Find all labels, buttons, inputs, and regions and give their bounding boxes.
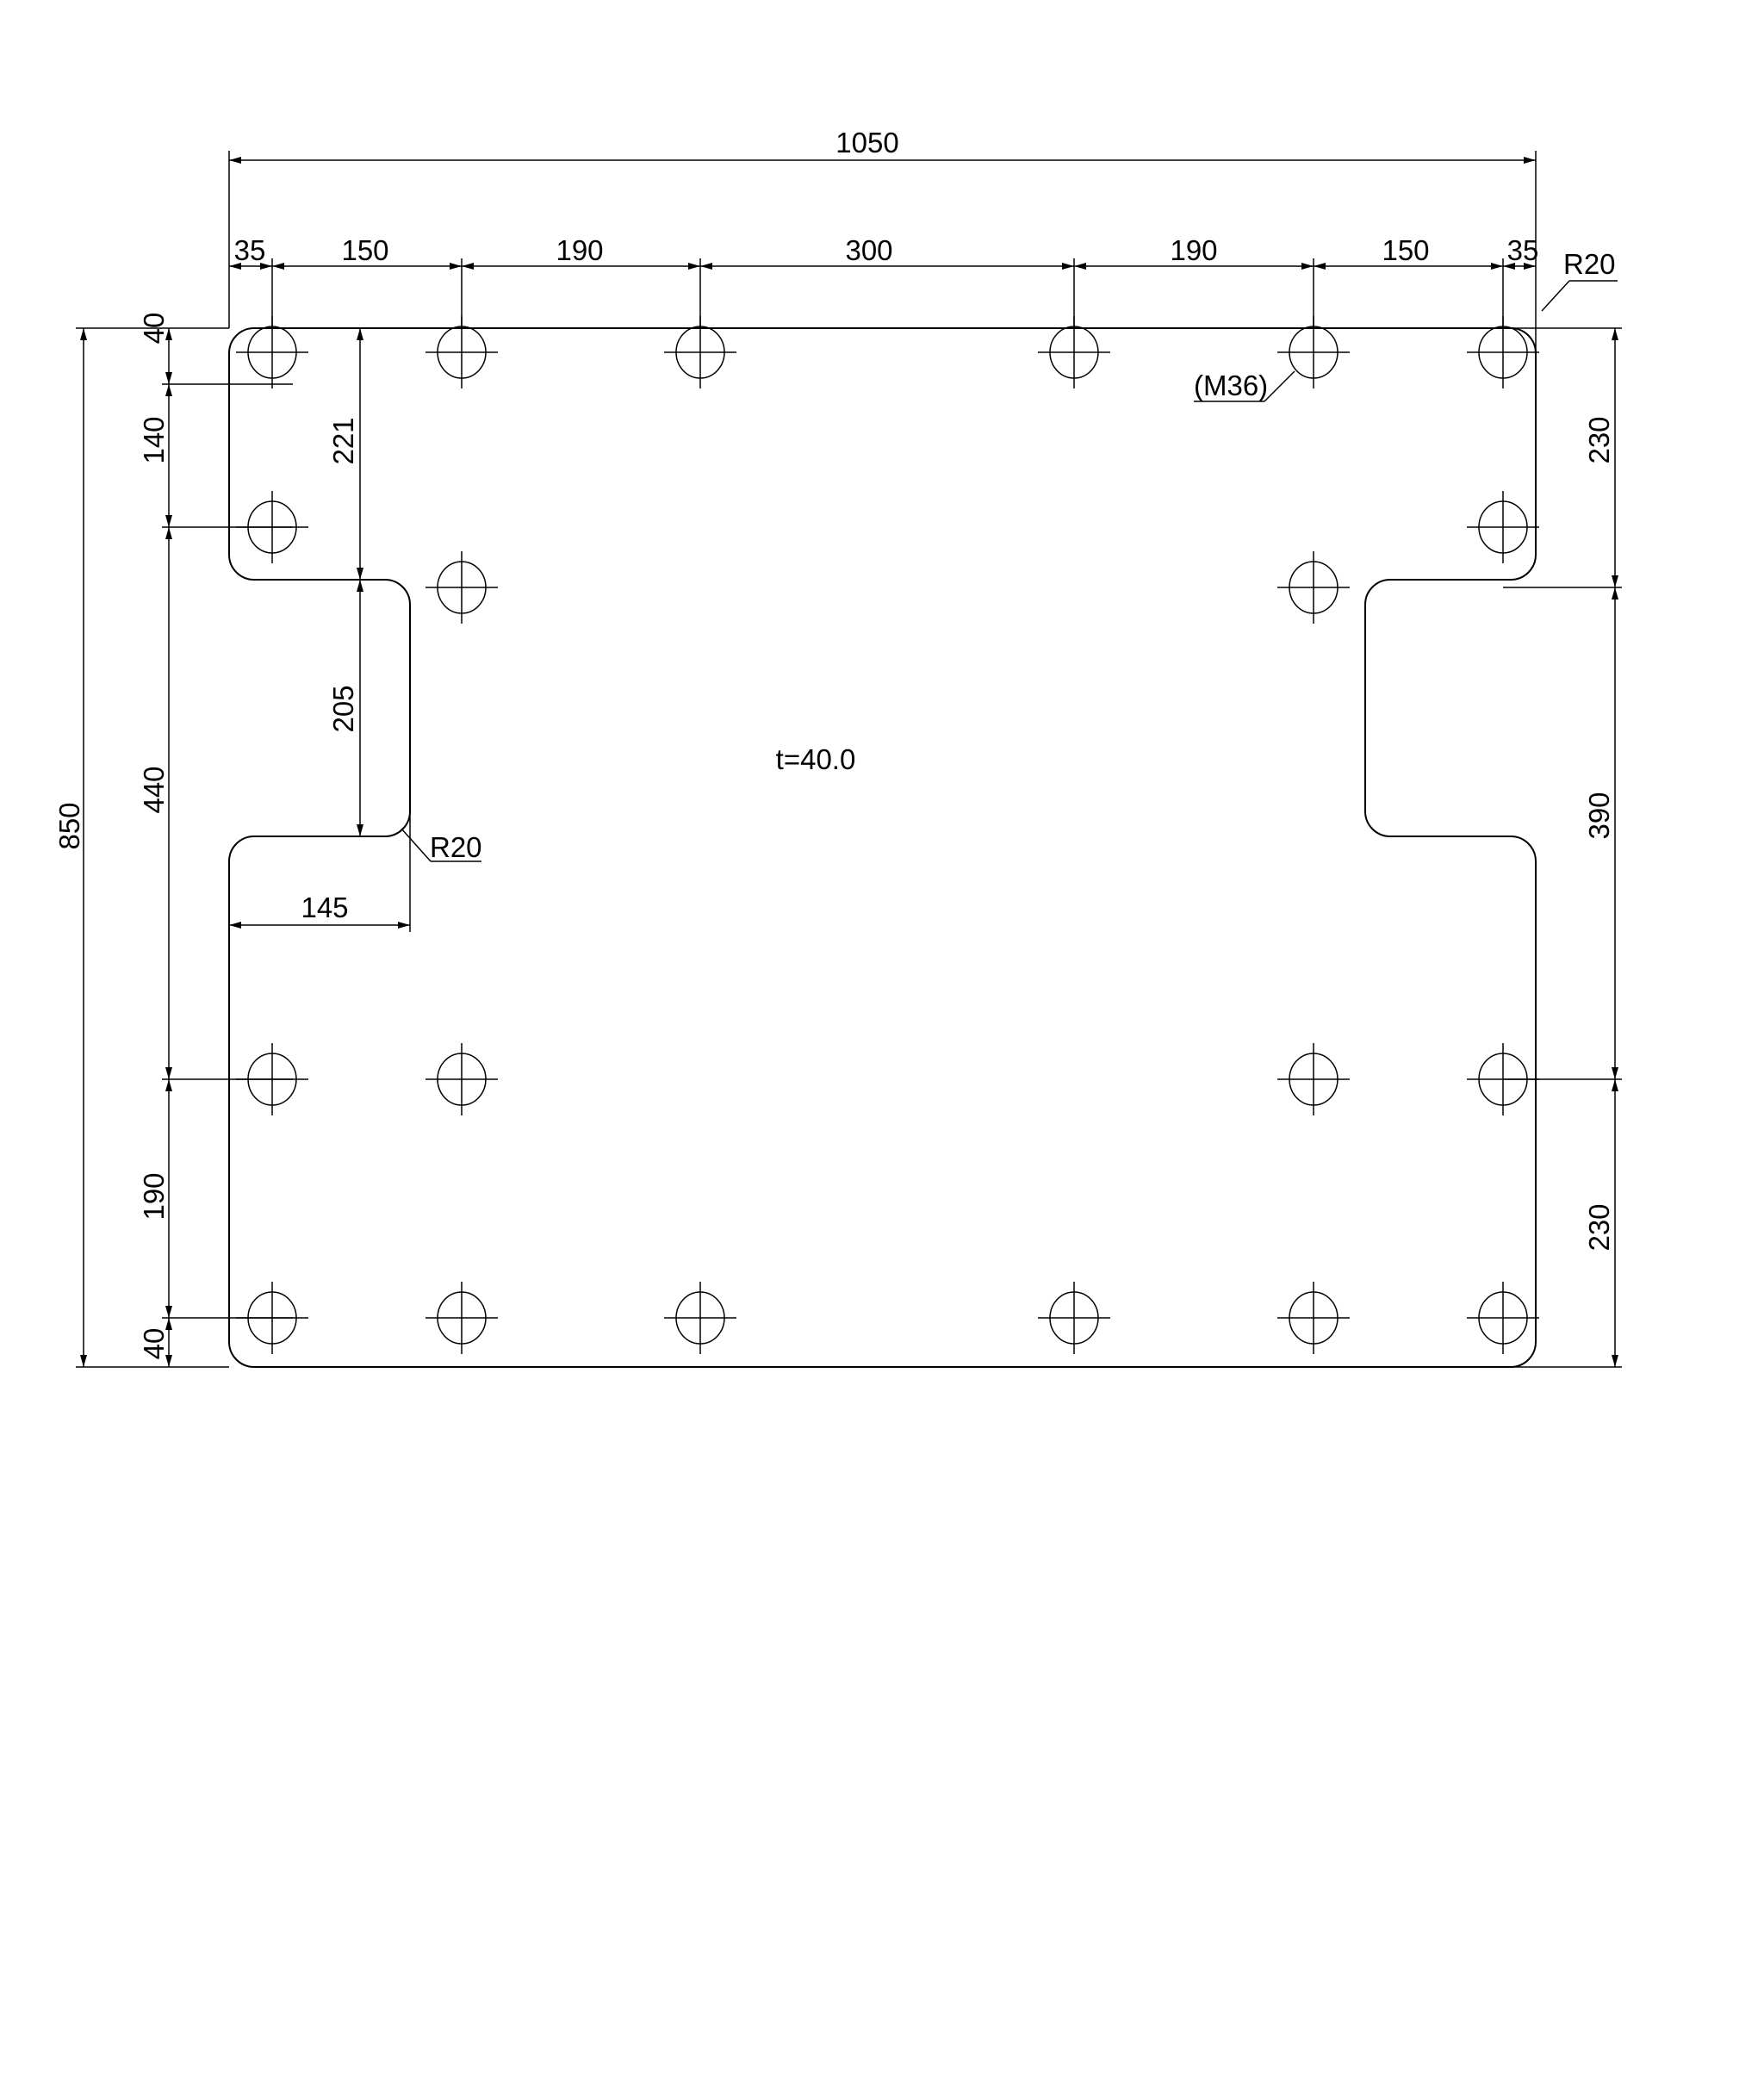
dim-left-3: 440: [138, 766, 170, 813]
dim-arrow: [165, 1079, 172, 1091]
dim-right-2: 390: [1583, 792, 1615, 839]
bolt-hole: [425, 551, 498, 624]
dim-arrow: [1301, 263, 1314, 270]
dim-arrow: [462, 263, 474, 270]
dim-arrow: [80, 1355, 87, 1367]
dim-notch-top: 221: [327, 417, 359, 464]
dim-arrow: [1612, 1355, 1618, 1367]
dim-top-7: 35: [1507, 234, 1539, 266]
leader-line: [401, 828, 432, 862]
dim-top-2: 150: [341, 234, 388, 266]
dim-arrow: [229, 157, 241, 164]
dim-arrow: [398, 922, 410, 929]
bolt-hole: [425, 1043, 498, 1115]
dim-arrow: [165, 1067, 172, 1079]
dim-arrow: [165, 1355, 172, 1367]
dim-notch-height: 205: [327, 685, 359, 732]
dim-arrow: [450, 263, 462, 270]
dim-arrow: [165, 527, 172, 539]
dim-top-1: 35: [234, 234, 266, 266]
dim-arrow: [165, 515, 172, 527]
leader-line: [1264, 370, 1295, 402]
dim-left-2: 140: [138, 416, 170, 463]
bolt-hole: [1038, 1282, 1110, 1354]
bolt-hole: [1277, 1282, 1350, 1354]
radius-label-notch: R20: [430, 831, 482, 863]
bolt-hole: [664, 1282, 736, 1354]
dim-arrow: [1612, 1067, 1618, 1079]
dim-arrow: [357, 580, 363, 592]
bolt-hole: [1467, 491, 1539, 563]
dimension-lines: [76, 151, 1622, 1368]
dim-arrow: [165, 328, 172, 340]
dim-arrow: [1612, 575, 1618, 587]
dim-arrow: [700, 263, 712, 270]
hole-note: (M36): [1194, 370, 1268, 401]
plate-geometry: [228, 316, 1539, 1368]
dim-arrow: [229, 263, 241, 270]
dim-arrow: [357, 568, 363, 580]
dim-left-4: 190: [138, 1172, 170, 1220]
dim-arrow: [260, 263, 272, 270]
dim-arrow: [165, 372, 172, 384]
dim-top-6: 150: [1382, 234, 1429, 266]
dim-arrow: [272, 263, 284, 270]
dim-notch-depth: 145: [301, 892, 348, 923]
bolt-hole: [1277, 551, 1350, 624]
dim-arrow: [1491, 263, 1503, 270]
plate-outline: [228, 327, 1537, 1368]
dim-arrow: [1612, 1079, 1618, 1091]
dim-arrow: [1314, 263, 1326, 270]
dim-arrow: [80, 328, 87, 340]
dim-arrow: [1524, 263, 1536, 270]
radius-label-top-right: R20: [1563, 248, 1616, 280]
dim-arrow: [1612, 328, 1618, 340]
dim-arrow: [1503, 263, 1515, 270]
bolt-hole: [425, 1282, 498, 1354]
dim-top-5: 190: [1170, 234, 1217, 266]
dim-arrow: [165, 384, 172, 396]
thickness-label: t=40.0: [776, 743, 856, 775]
dim-arrow: [357, 824, 363, 836]
dim-arrow: [1062, 263, 1074, 270]
dim-right-3: 230: [1583, 1203, 1615, 1251]
dim-arrow: [165, 1318, 172, 1330]
dim-top-4: 300: [845, 234, 892, 266]
dim-left-5: 40: [138, 1328, 170, 1360]
dim-arrow: [1524, 157, 1536, 164]
dim-arrow: [688, 263, 700, 270]
dim-overall-height: 850: [53, 802, 85, 849]
dim-top-3: 190: [556, 234, 603, 266]
dim-arrow: [165, 1306, 172, 1318]
bolt-hole: [1277, 1043, 1350, 1115]
bolt-hole: [1467, 1282, 1539, 1354]
dim-left-1: 40: [138, 313, 170, 345]
leader-line: [1541, 280, 1570, 312]
dim-arrow: [357, 328, 363, 340]
dim-arrow: [1074, 263, 1086, 270]
dim-overall-width: 1050: [835, 127, 898, 158]
dim-right-1: 230: [1583, 416, 1615, 463]
dim-arrow: [229, 922, 241, 929]
dim-arrow: [1612, 587, 1618, 600]
